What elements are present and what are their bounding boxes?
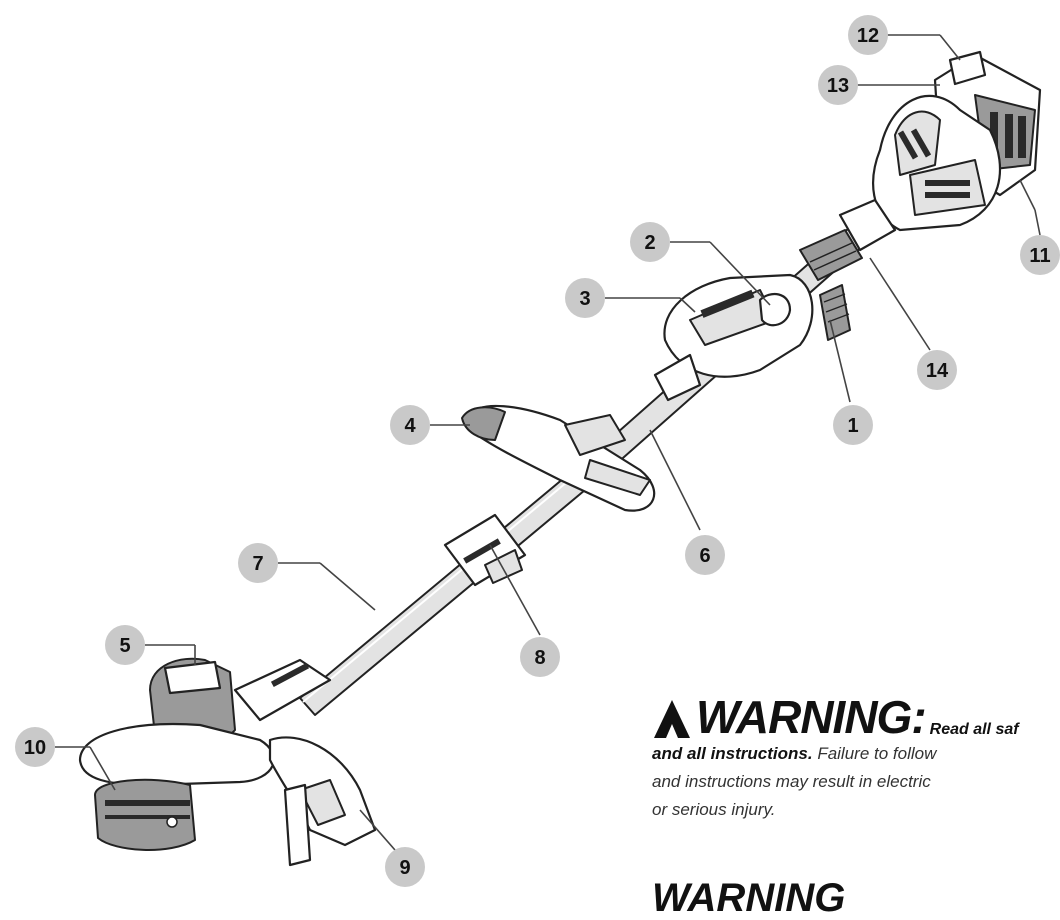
warning-line-2: and all instructions. Failure to follow xyxy=(652,740,1060,768)
rear-grip xyxy=(799,198,897,281)
svg-text:8: 8 xyxy=(534,647,545,669)
callout-9: 9 xyxy=(385,847,425,887)
callout-2: 2 xyxy=(630,222,670,262)
lower-shaft xyxy=(299,447,616,716)
callout-8: 8 xyxy=(520,637,560,677)
svg-text:11: 11 xyxy=(1029,245,1050,267)
edge-guide xyxy=(268,736,377,867)
svg-text:12: 12 xyxy=(857,25,879,47)
callout-12: 12 xyxy=(848,15,888,55)
callout-10: 10 xyxy=(15,727,55,767)
rear-handle xyxy=(872,94,1002,232)
svg-text:6: 6 xyxy=(699,545,710,567)
warning-heading: WARNING: Read all saf xyxy=(652,684,1060,740)
warning-line-2-rest: Failure to follow xyxy=(812,744,937,763)
warning-line-3: and instructions may result in electric xyxy=(652,772,931,791)
callout-13: 13 xyxy=(818,65,858,105)
guard xyxy=(78,722,275,787)
svg-text:5: 5 xyxy=(119,635,130,657)
auxiliary-handle xyxy=(461,404,656,512)
warning-block: WARNING: Read all saf and all instructio… xyxy=(652,684,1060,824)
spool xyxy=(94,778,196,851)
callout-6: 6 xyxy=(685,535,725,575)
callout-7: 7 xyxy=(238,543,278,583)
control-handle xyxy=(653,273,851,402)
svg-text:13: 13 xyxy=(827,75,849,97)
callout-4: 4 xyxy=(390,405,430,445)
warning-line-4: or serious injury. xyxy=(652,800,776,819)
svg-text:1: 1 xyxy=(847,415,858,437)
svg-text:2: 2 xyxy=(644,232,655,254)
trimmer-diagram: 12 13 11 14 1 2 3 4 6 7 8 5 xyxy=(15,15,1060,887)
callout-11: 11 xyxy=(1020,235,1060,275)
warning-word: WARNING: xyxy=(696,691,927,743)
leader-lines xyxy=(55,34,1041,851)
svg-text:7: 7 xyxy=(252,553,263,575)
warning-triangle-icon xyxy=(654,700,690,738)
warning-bold-phrase: and all instructions. xyxy=(652,744,813,763)
svg-text:3: 3 xyxy=(579,288,590,310)
shaft-coupler xyxy=(443,513,527,587)
warning-lead: Read all saf xyxy=(929,721,1019,738)
callout-3: 3 xyxy=(565,278,605,318)
svg-text:10: 10 xyxy=(24,737,46,759)
svg-text:4: 4 xyxy=(404,415,416,437)
callout-14: 14 xyxy=(917,350,957,390)
svg-text:9: 9 xyxy=(399,857,410,879)
callout-5: 5 xyxy=(105,625,145,665)
callout-1: 1 xyxy=(833,405,873,445)
second-warning-heading: WARNING xyxy=(652,876,846,920)
svg-text:14: 14 xyxy=(926,360,949,382)
